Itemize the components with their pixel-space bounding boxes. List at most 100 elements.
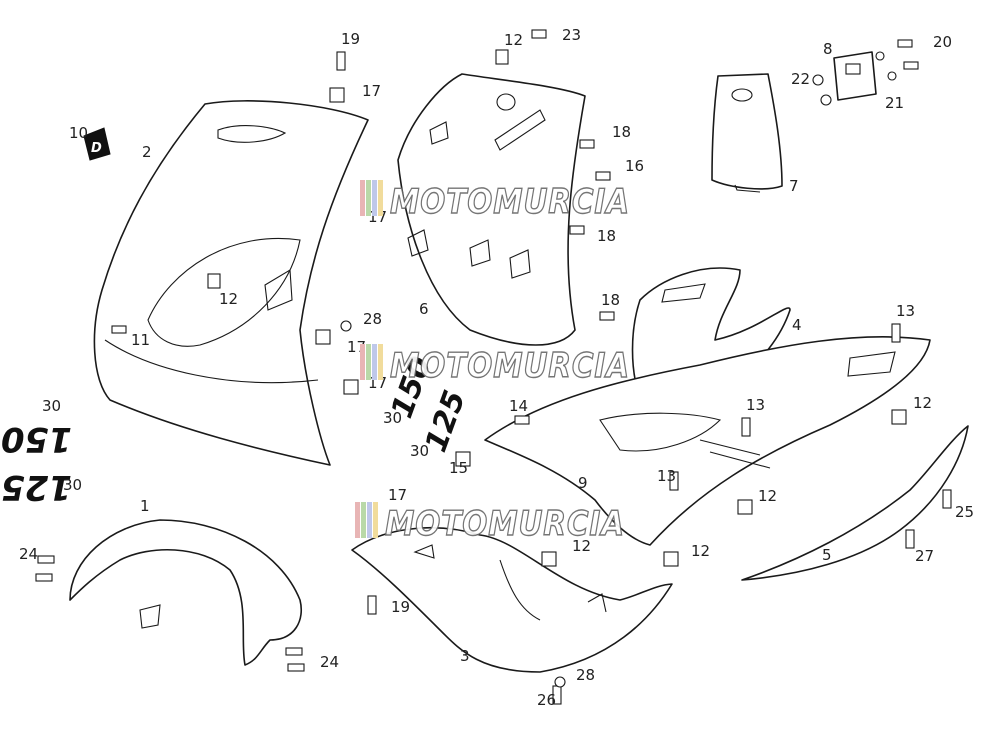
watermark-stripe xyxy=(366,344,371,380)
watermark-group: MOTOMURCIA MOTOMURCIA MOTOMURCIA xyxy=(355,180,630,545)
front-mudguard-part xyxy=(69,519,302,666)
callout-c3: 3 xyxy=(460,647,470,665)
watermark-stripe xyxy=(373,502,378,538)
floor-board-part xyxy=(484,336,931,546)
callout-c18b: 18 xyxy=(597,227,616,245)
callout-c23: 23 xyxy=(562,26,581,44)
washer-icon xyxy=(820,94,832,106)
screw-icon xyxy=(903,61,919,70)
screw-icon xyxy=(741,417,751,437)
watermark-stripe xyxy=(372,180,377,216)
screw-icon xyxy=(599,311,615,321)
callout-c19b: 19 xyxy=(391,598,410,616)
screw-icon xyxy=(37,555,55,564)
screw-icon xyxy=(595,171,611,181)
callout-c10: 10 xyxy=(69,124,88,142)
screw-icon xyxy=(35,573,53,582)
washer-icon xyxy=(887,71,897,81)
callout-c18a: 18 xyxy=(612,123,631,141)
screw-icon xyxy=(942,489,952,509)
watermark-stripe xyxy=(366,180,371,216)
clip-icon xyxy=(737,499,753,515)
callout-c4: 4 xyxy=(792,316,802,334)
front-shield-part xyxy=(93,100,369,466)
screw-icon xyxy=(287,663,305,672)
screw-icon xyxy=(897,39,913,48)
watermark-stripe xyxy=(360,180,365,216)
callout-c19a: 19 xyxy=(341,30,360,48)
callout-c24a: 24 xyxy=(19,545,38,563)
callout-c13c: 13 xyxy=(657,467,676,485)
washer-icon xyxy=(554,676,566,688)
callout-c6: 6 xyxy=(419,300,429,318)
callout-c30a: 30 xyxy=(42,397,61,415)
clip-icon xyxy=(315,329,331,345)
callout-c24b: 24 xyxy=(320,653,339,671)
lower-panel-part xyxy=(351,526,673,673)
callout-c8: 8 xyxy=(823,40,833,58)
washer-icon xyxy=(340,320,352,332)
callout-c11: 11 xyxy=(131,331,150,349)
clip-icon xyxy=(207,273,221,289)
watermark-stripe xyxy=(360,344,365,380)
callout-c30c: 30 xyxy=(383,409,402,427)
callout-c30b: 30 xyxy=(63,476,82,494)
badge-letter: D xyxy=(91,141,102,156)
callout-c13a: 13 xyxy=(896,302,915,320)
watermark-stripe xyxy=(367,502,372,538)
side-rail-part xyxy=(741,425,969,581)
callout-c21: 21 xyxy=(885,94,904,112)
watermark-stripe xyxy=(361,502,366,538)
watermark-stripe xyxy=(372,344,377,380)
plate-part xyxy=(833,51,877,101)
watermark-text: MOTOMURCIA xyxy=(385,504,625,544)
clip-icon xyxy=(541,551,557,567)
screw-icon xyxy=(905,529,915,549)
callout-c12d: 12 xyxy=(758,487,777,505)
watermark-3: MOTOMURCIA xyxy=(355,502,625,545)
callout-c15: 15 xyxy=(449,459,468,477)
callout-c27: 27 xyxy=(915,547,934,565)
screw-icon xyxy=(285,647,303,656)
watermark-text: MOTOMURCIA xyxy=(390,182,630,222)
screw-icon xyxy=(579,139,595,149)
callout-c30d: 30 xyxy=(410,442,429,460)
callout-c13b: 13 xyxy=(746,396,765,414)
watermark-stripe xyxy=(378,180,383,216)
callout-c12f: 12 xyxy=(691,542,710,560)
screw-icon xyxy=(531,29,547,39)
leg-shield-part xyxy=(397,73,586,346)
watermark-stripe xyxy=(355,502,360,538)
callout-c9: 9 xyxy=(578,474,588,492)
clip-icon xyxy=(495,49,509,65)
decal-150-rotated: 150 xyxy=(1,419,72,459)
callout-c14: 14 xyxy=(509,397,528,415)
watermark-2: MOTOMURCIA xyxy=(360,344,630,387)
hardware-items xyxy=(35,29,952,705)
callout-c28a: 28 xyxy=(363,310,382,328)
washer-icon xyxy=(812,74,824,86)
badge-decal: D xyxy=(83,127,111,161)
callout-c17a: 17 xyxy=(362,82,381,100)
callout-c20: 20 xyxy=(933,33,952,51)
callout-c1: 1 xyxy=(140,497,150,515)
callout-c12e: 12 xyxy=(572,537,591,555)
screw-icon xyxy=(669,471,679,491)
screw-icon xyxy=(514,415,530,425)
clip-icon xyxy=(663,551,679,567)
screw-icon xyxy=(891,323,901,343)
screw-icon xyxy=(336,51,346,71)
callout-c7: 7 xyxy=(789,177,799,195)
rear-panel-part xyxy=(711,73,783,193)
watermark-text: MOTOMURCIA xyxy=(390,346,630,386)
clip-icon xyxy=(329,87,345,103)
screw-icon xyxy=(111,325,127,334)
callout-c12c: 12 xyxy=(913,394,932,412)
callout-c25: 25 xyxy=(955,503,974,521)
callout-c5: 5 xyxy=(822,546,832,564)
callout-c22: 22 xyxy=(791,70,810,88)
watermark-1: MOTOMURCIA xyxy=(360,180,630,223)
